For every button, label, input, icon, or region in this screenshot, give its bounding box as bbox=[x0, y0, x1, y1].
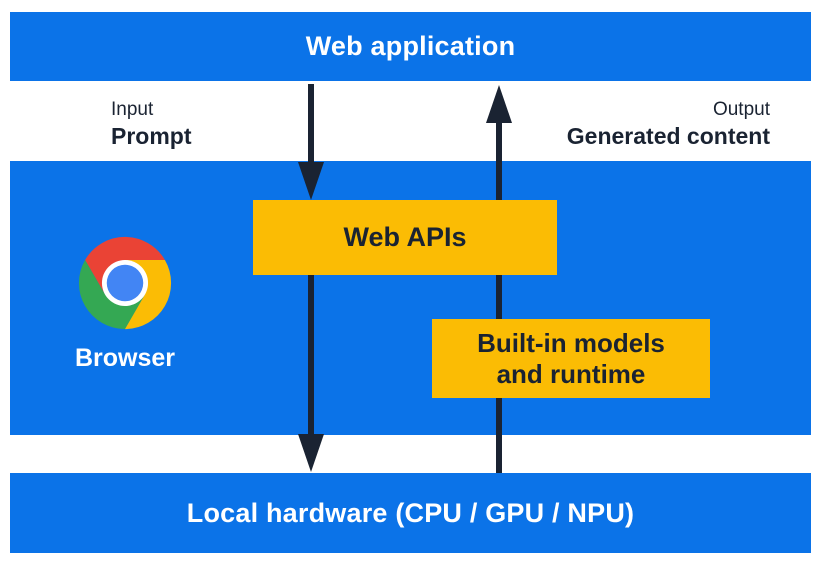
web-application-label: Web application bbox=[305, 31, 516, 61]
chrome-icon-blue-center bbox=[106, 264, 144, 302]
generated-content-up-arrow bbox=[486, 85, 512, 473]
built-in-models-box: Built-in models and runtime bbox=[432, 319, 710, 398]
arrow-line bbox=[496, 119, 502, 473]
arrow-head-down-icon bbox=[298, 162, 324, 200]
arrow-line bbox=[308, 84, 314, 164]
input-label-group: Input Prompt bbox=[111, 98, 192, 150]
arrow-head-up-icon bbox=[486, 85, 512, 123]
arrow-line bbox=[308, 275, 314, 436]
local-hardware-bar: Local hardware (CPU / GPU / NPU) bbox=[10, 473, 811, 553]
web-apis-box: Web APIs bbox=[253, 200, 557, 275]
built-in-models-line2: and runtime bbox=[496, 358, 646, 389]
prompt-down-arrow-bottom-segment bbox=[298, 275, 324, 472]
prompt-down-arrow-top-segment bbox=[298, 84, 324, 200]
browser-label: Browser bbox=[74, 344, 176, 372]
web-apis-label: Web APIs bbox=[343, 222, 467, 252]
arrow-head-down-icon bbox=[298, 434, 324, 472]
chrome-icon bbox=[78, 236, 172, 330]
input-value: Prompt bbox=[111, 123, 192, 149]
built-in-models-line1: Built-in models bbox=[477, 327, 665, 358]
local-hardware-label: Local hardware (CPU / GPU / NPU) bbox=[186, 497, 635, 528]
input-title: Input bbox=[111, 99, 154, 120]
output-title: Output bbox=[712, 99, 770, 120]
web-application-bar: Web application bbox=[10, 12, 811, 81]
output-label-group: Output Generated content bbox=[567, 98, 770, 150]
output-value: Generated content bbox=[566, 123, 770, 149]
